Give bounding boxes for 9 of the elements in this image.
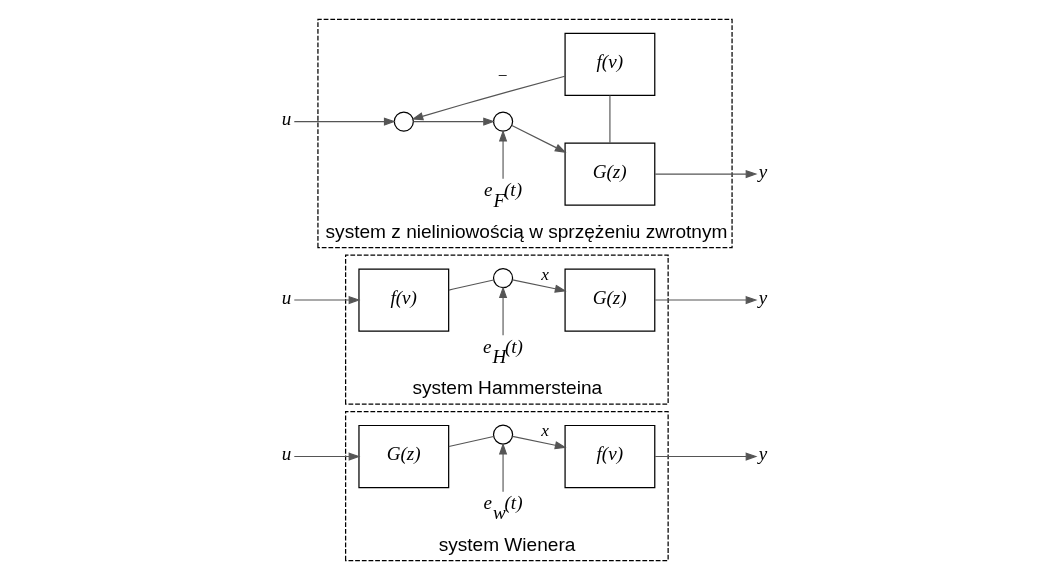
edge-label: x <box>541 420 549 440</box>
node-text: y <box>758 286 768 308</box>
node-text: u <box>281 108 292 130</box>
node-text: u <box>281 286 292 308</box>
node-text: y <box>758 160 768 182</box>
node-text: y <box>758 443 768 465</box>
edge-label: x <box>541 265 549 285</box>
edge-label: − <box>496 65 509 85</box>
node-text: u <box>281 443 292 465</box>
